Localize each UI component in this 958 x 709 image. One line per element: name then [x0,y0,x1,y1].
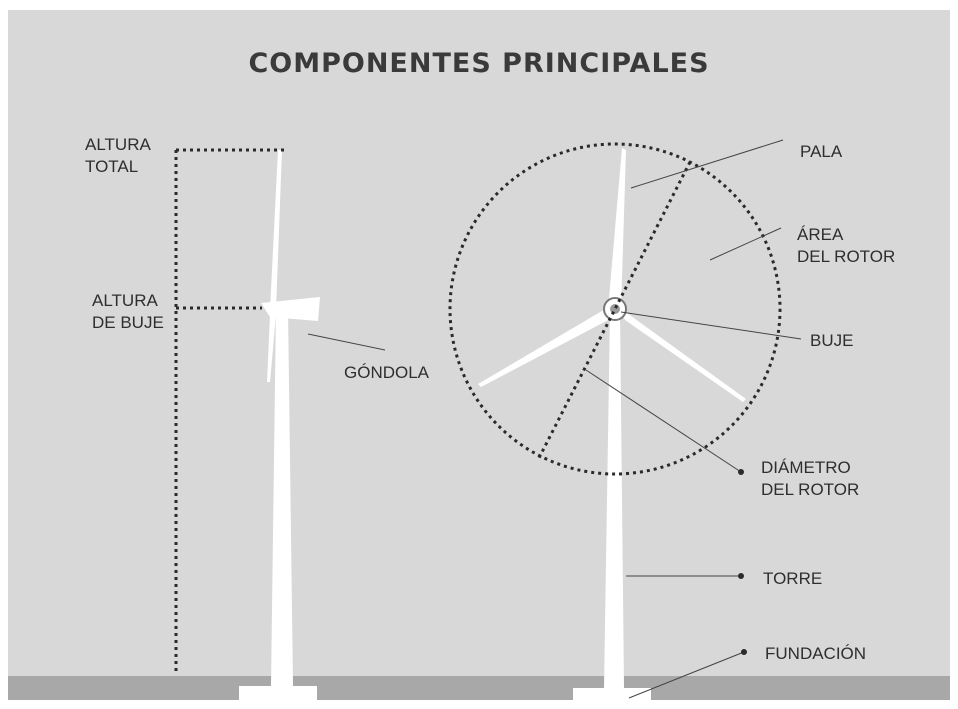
right-hub-center [610,304,620,314]
label-fundacion: FUNDACIÓN [765,644,867,663]
right-blade-right [620,308,746,402]
fundacion-leader-line [628,651,745,699]
right-turbine [478,148,746,700]
label-buje: BUJE [810,331,854,350]
pala-leader-line [630,139,784,189]
diametro-leader-line [585,369,742,473]
label-altura-total: ALTURA TOTAL [85,135,151,176]
left-turbine [239,150,320,700]
diagram-title: COMPONENTES PRINCIPALES [248,48,710,79]
left-foundation [239,686,317,700]
right-blade-up [608,148,626,310]
left-tower [271,308,293,686]
leader-dots [738,469,747,655]
area-leader-line [709,227,782,261]
left-blade-down [267,315,276,382]
gondola-leader-line [307,333,386,351]
right-leader-lines [585,139,802,699]
label-altura-buje: ALTURA DE BUJE [92,291,164,332]
fundacion-dot [741,649,747,655]
rotor-area-circle [448,142,782,476]
right-blade-left [478,308,612,387]
diametro-dot [738,469,744,475]
torre-dot [738,573,744,579]
diagram-panel: COMPONENTES PRINCIPALES ALTURA TOTAL ALT… [8,10,950,700]
label-torre: TORRE [763,569,823,588]
right-tower [604,312,624,688]
label-gondola: GÓNDOLA [344,363,430,382]
wind-turbine-diagram [8,139,950,700]
label-pala: PALA [800,142,843,161]
left-nacelle [261,297,320,321]
ground [8,676,950,700]
height-lines [174,148,284,674]
buje-leader-line [620,311,802,340]
left-blade-up [270,150,282,310]
label-area-rotor: ÁREA DEL ROTOR [797,225,896,266]
label-diametro-rotor: DIÁMETRO DEL ROTOR [761,458,860,499]
